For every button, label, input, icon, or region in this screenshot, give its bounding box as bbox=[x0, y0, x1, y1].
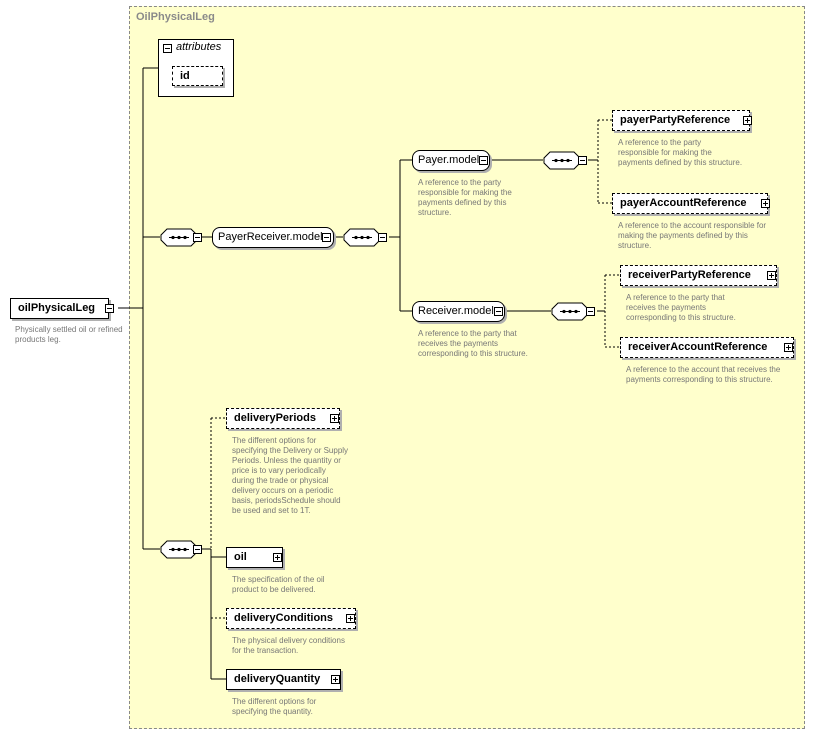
element-label: deliveryPeriods bbox=[234, 412, 316, 424]
expand-icon[interactable] bbox=[767, 271, 776, 280]
expand-icon[interactable] bbox=[273, 553, 282, 562]
group-Receiver-model[interactable]: Receiver.model bbox=[412, 301, 505, 322]
group-label: Payer.model bbox=[418, 154, 480, 166]
expand-icon[interactable] bbox=[331, 675, 340, 684]
element-oil[interactable]: oil bbox=[226, 547, 283, 568]
receiver-model-description: A reference to the party that receives t… bbox=[418, 329, 528, 358]
sequence-compositor-icon[interactable] bbox=[160, 540, 204, 559]
collapse-icon[interactable] bbox=[378, 233, 387, 242]
element-label: payerPartyReference bbox=[620, 114, 731, 126]
element-deliveryQuantity[interactable]: deliveryQuantity bbox=[226, 669, 341, 690]
attributes-label: attributes bbox=[176, 41, 222, 53]
deliveryPeriods-description: The different options for specifying the… bbox=[232, 436, 349, 515]
collapse-icon[interactable] bbox=[479, 156, 488, 165]
element-receiverPartyReference[interactable]: receiverPartyReference bbox=[620, 265, 777, 286]
expand-icon[interactable] bbox=[346, 614, 355, 623]
deliveryConditions-description: The physical delivery conditions for the… bbox=[232, 636, 345, 655]
collapse-icon[interactable] bbox=[578, 156, 587, 165]
element-receiverAccountReference[interactable]: receiverAccountReference bbox=[620, 337, 794, 358]
group-label: Receiver.model bbox=[418, 305, 494, 317]
element-payerPartyReference[interactable]: payerPartyReference bbox=[612, 110, 750, 131]
sequence-compositor-icon[interactable] bbox=[551, 302, 595, 321]
collapse-icon[interactable] bbox=[494, 307, 503, 316]
element-label: deliveryConditions bbox=[234, 612, 334, 624]
expand-icon[interactable] bbox=[330, 414, 339, 423]
collapse-icon[interactable] bbox=[586, 307, 595, 316]
payer-model-description: A reference to the party responsible for… bbox=[418, 178, 512, 217]
collapse-icon[interactable] bbox=[105, 304, 114, 313]
element-label: receiverAccountReference bbox=[628, 341, 768, 353]
element-deliveryPeriods[interactable]: deliveryPeriods bbox=[226, 408, 340, 429]
oil-description: The specification of the oil product to … bbox=[232, 575, 325, 594]
element-label: deliveryQuantity bbox=[234, 673, 321, 685]
element-label: oil bbox=[234, 551, 247, 563]
group-Payer-model[interactable]: Payer.model bbox=[412, 150, 490, 171]
expand-icon[interactable] bbox=[784, 343, 793, 352]
element-label: payerAccountReference bbox=[620, 197, 747, 209]
receiverPartyReference-description: A reference to the party that receives t… bbox=[626, 293, 736, 322]
collapse-icon[interactable] bbox=[322, 233, 331, 242]
expand-icon[interactable] bbox=[761, 199, 770, 208]
sequence-compositor-icon[interactable] bbox=[543, 151, 587, 170]
expand-icon[interactable] bbox=[743, 116, 752, 125]
element-payerAccountReference[interactable]: payerAccountReference bbox=[612, 193, 768, 214]
collapse-icon[interactable] bbox=[163, 44, 172, 53]
payerAccountReference-description: A reference to the account responsible f… bbox=[618, 221, 767, 250]
sequence-compositor-icon[interactable] bbox=[160, 228, 204, 247]
root-element-oilPhysicalLeg[interactable]: oilPhysicalLeg bbox=[10, 298, 109, 319]
element-deliveryConditions[interactable]: deliveryConditions bbox=[226, 608, 356, 629]
root-element-label: oilPhysicalLeg bbox=[18, 302, 96, 314]
root-description: Physically settled oil or refined produc… bbox=[15, 325, 123, 344]
collapse-icon[interactable] bbox=[193, 545, 202, 554]
collapse-icon[interactable] bbox=[193, 233, 202, 242]
group-PayerReceiver-model[interactable]: PayerReceiver.model bbox=[212, 227, 334, 248]
sequence-compositor-icon[interactable] bbox=[343, 228, 387, 247]
receiverAccountReference-description: A reference to the account that receives… bbox=[626, 365, 781, 384]
deliveryQuantity-description: The different options for specifying the… bbox=[232, 697, 317, 716]
element-label: receiverPartyReference bbox=[628, 269, 751, 281]
group-label: PayerReceiver.model bbox=[218, 231, 323, 243]
payerPartyReference-description: A reference to the party responsible for… bbox=[618, 138, 743, 167]
complex-type-title: OilPhysicalLeg bbox=[136, 11, 215, 23]
attribute-id[interactable]: id bbox=[172, 66, 223, 86]
